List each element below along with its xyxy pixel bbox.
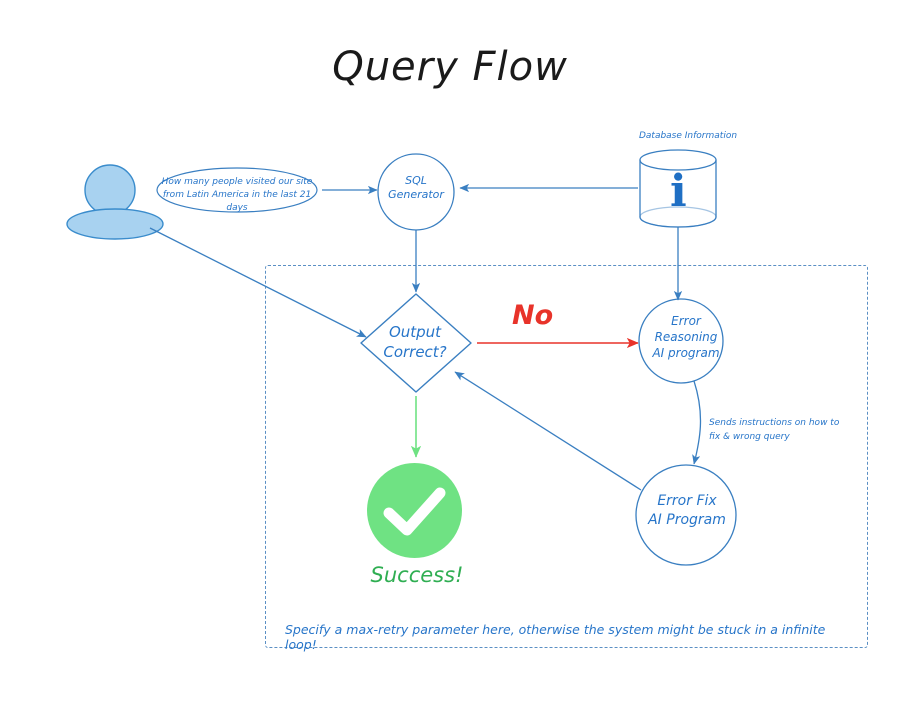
error-fix-line-2: AI Program [648,511,726,528]
success-check-circle [367,463,462,558]
sql-generator-label: SQL Generator [378,174,454,202]
sends-instructions-note: Sends instructions on how to fix & wrong… [709,417,854,444]
decision-line-1: Output [388,323,442,341]
decision-diamond-node [360,293,472,393]
error-reasoning-label: Error Reasoning AI program [638,313,734,362]
error-reasoning-line-3: AI program [652,346,720,361]
decision-line-2: Correct? [383,343,447,362]
arrow-error-reasoning-to-error-fix [692,380,702,465]
user-query-text: How many people visited our site from La… [158,176,316,215]
max-retry-note: Specify a max-retry parameter here, othe… [285,622,826,652]
no-branch-label: No [512,300,554,331]
error-fix-label: Error Fix AI Program [633,492,741,530]
retry-loop-container [265,265,868,648]
database-info-glyph: i [670,166,687,217]
sends-instructions-line-1: Sends instructions on how to [709,418,840,428]
decision-label: Output Correct? [363,322,467,363]
error-reasoning-node [638,298,724,384]
user-query-line-1: How many people visited our site [161,177,313,187]
success-check-icon [383,487,446,536]
error-fix-node [635,464,737,566]
sql-generator-line-2: Generator [388,187,444,201]
error-reasoning-line-2: Reasoning [654,330,718,345]
database-label: Database Information [638,131,738,141]
sends-instructions-line-2: fix & wrong query [709,431,790,442]
user-query-bubble [156,167,318,213]
page-title: Query Flow [332,44,568,90]
sql-generator-line-1: SQL [405,174,427,187]
success-label: Success! [370,563,464,587]
arrow-user-to-decision [149,227,367,338]
arrow-error-fix-to-decision [454,371,642,491]
error-reasoning-line-1: Error [671,314,701,328]
user-avatar-icon [66,164,164,240]
user-query-line-2: from Latin America in the last 21 days [162,190,312,214]
error-fix-line-1: Error Fix [657,493,717,509]
